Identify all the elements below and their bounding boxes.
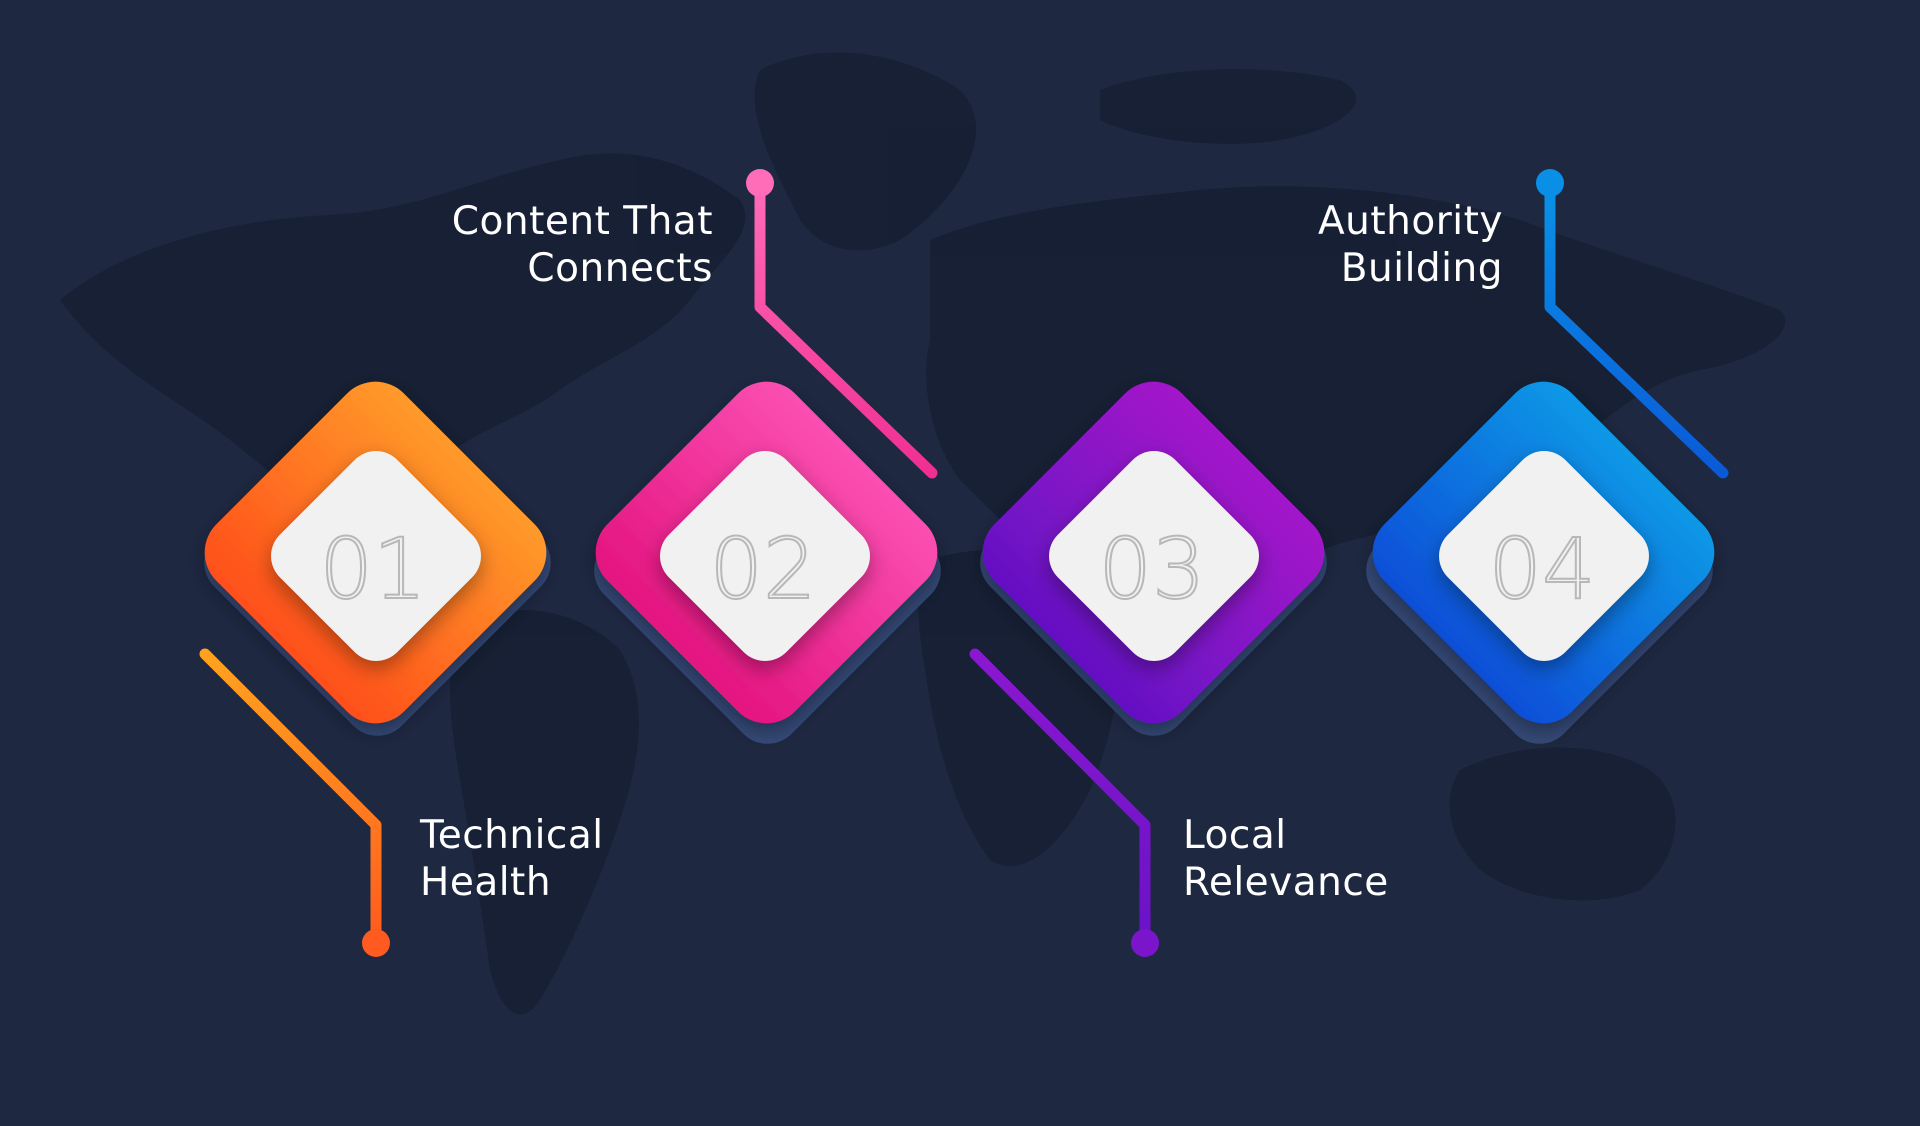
inner-diamond-03 [1049, 451, 1259, 661]
connector-line-03 [969, 648, 1151, 949]
step-number-04: 04 [1489, 520, 1596, 618]
inner-diamonds [271, 451, 1649, 661]
step-label-01: Technical Health [420, 813, 604, 905]
inner-diamond-01 [271, 451, 481, 661]
inner-diamond-02 [660, 451, 870, 661]
connector-dot-03 [1131, 929, 1159, 957]
step-label-02: Content That Connects [451, 199, 713, 291]
connector-line-01 [199, 648, 382, 949]
step-numbers: 01 02 03 04 [319, 519, 1597, 619]
step-number-02: 02 [710, 520, 817, 618]
step-number-01: 01 [320, 520, 427, 618]
step-number-03: 03 [1099, 520, 1206, 618]
connector-dot-01 [362, 929, 390, 957]
connector-dot-04 [1536, 169, 1564, 197]
inner-diamond-04 [1439, 451, 1649, 661]
connector-line-04 [1544, 177, 1729, 479]
connector-lines [199, 177, 1729, 949]
connector-dots [362, 169, 1564, 957]
step-label-04: Authority Building [1317, 199, 1503, 291]
step-label-03: Local Relevance [1183, 813, 1389, 905]
connector-line-02 [754, 177, 938, 479]
connector-dot-02 [746, 169, 774, 197]
